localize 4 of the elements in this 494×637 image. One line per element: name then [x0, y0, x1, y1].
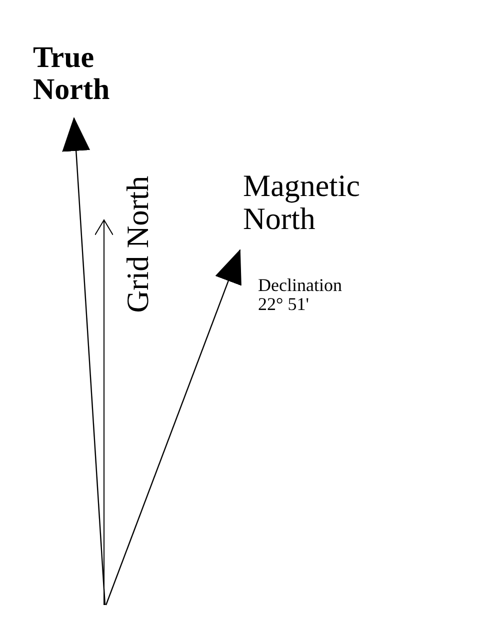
angle-label: Declination 22° 51': [258, 276, 343, 314]
direction-label: Magnetic North: [243, 170, 362, 236]
direction-label: Grid North: [122, 175, 154, 312]
direction-label: True North: [33, 42, 111, 105]
